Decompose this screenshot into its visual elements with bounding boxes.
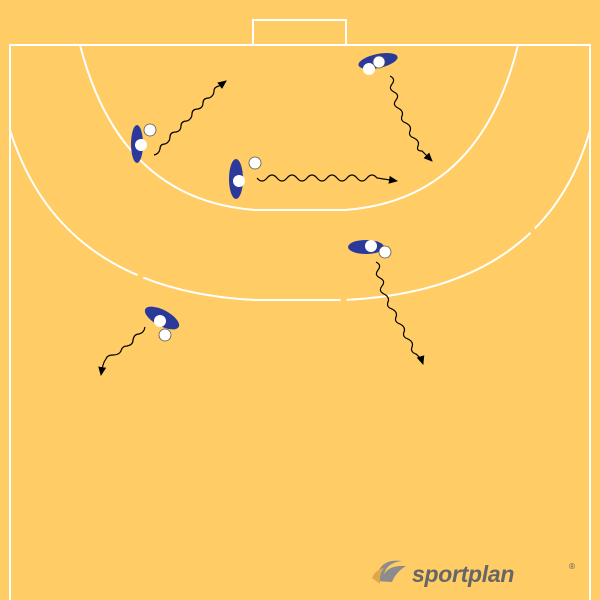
player-head	[363, 63, 375, 75]
player-head	[365, 240, 377, 252]
dribble-arrow-p5	[98, 326, 146, 376]
player-p1	[131, 123, 157, 163]
sportplan-logo-text: sportplan	[412, 561, 515, 587]
court-outline	[9, 44, 591, 600]
free-throw-line	[9, 129, 591, 301]
ball-icon	[158, 328, 172, 342]
player-p2	[229, 156, 262, 199]
player-head	[135, 139, 147, 151]
ball-icon	[143, 123, 157, 137]
player-head	[154, 315, 166, 327]
dribble-arrow-p1	[153, 80, 227, 156]
dribble-arrow-p2	[256, 174, 398, 184]
registered-mark: ®	[568, 562, 576, 571]
ball-icon	[248, 156, 262, 170]
dribble-arrow-p4	[375, 261, 425, 365]
player-p4	[348, 240, 392, 259]
goal	[252, 19, 347, 46]
ball-icon	[378, 245, 392, 259]
player-head	[233, 175, 245, 187]
sportplan-logo-icon	[372, 560, 406, 584]
dribble-arrow-p3	[389, 75, 433, 162]
ball-icon	[372, 55, 386, 69]
goal-area-line	[79, 44, 519, 211]
player-p5	[144, 306, 180, 342]
player-p3	[358, 52, 398, 75]
